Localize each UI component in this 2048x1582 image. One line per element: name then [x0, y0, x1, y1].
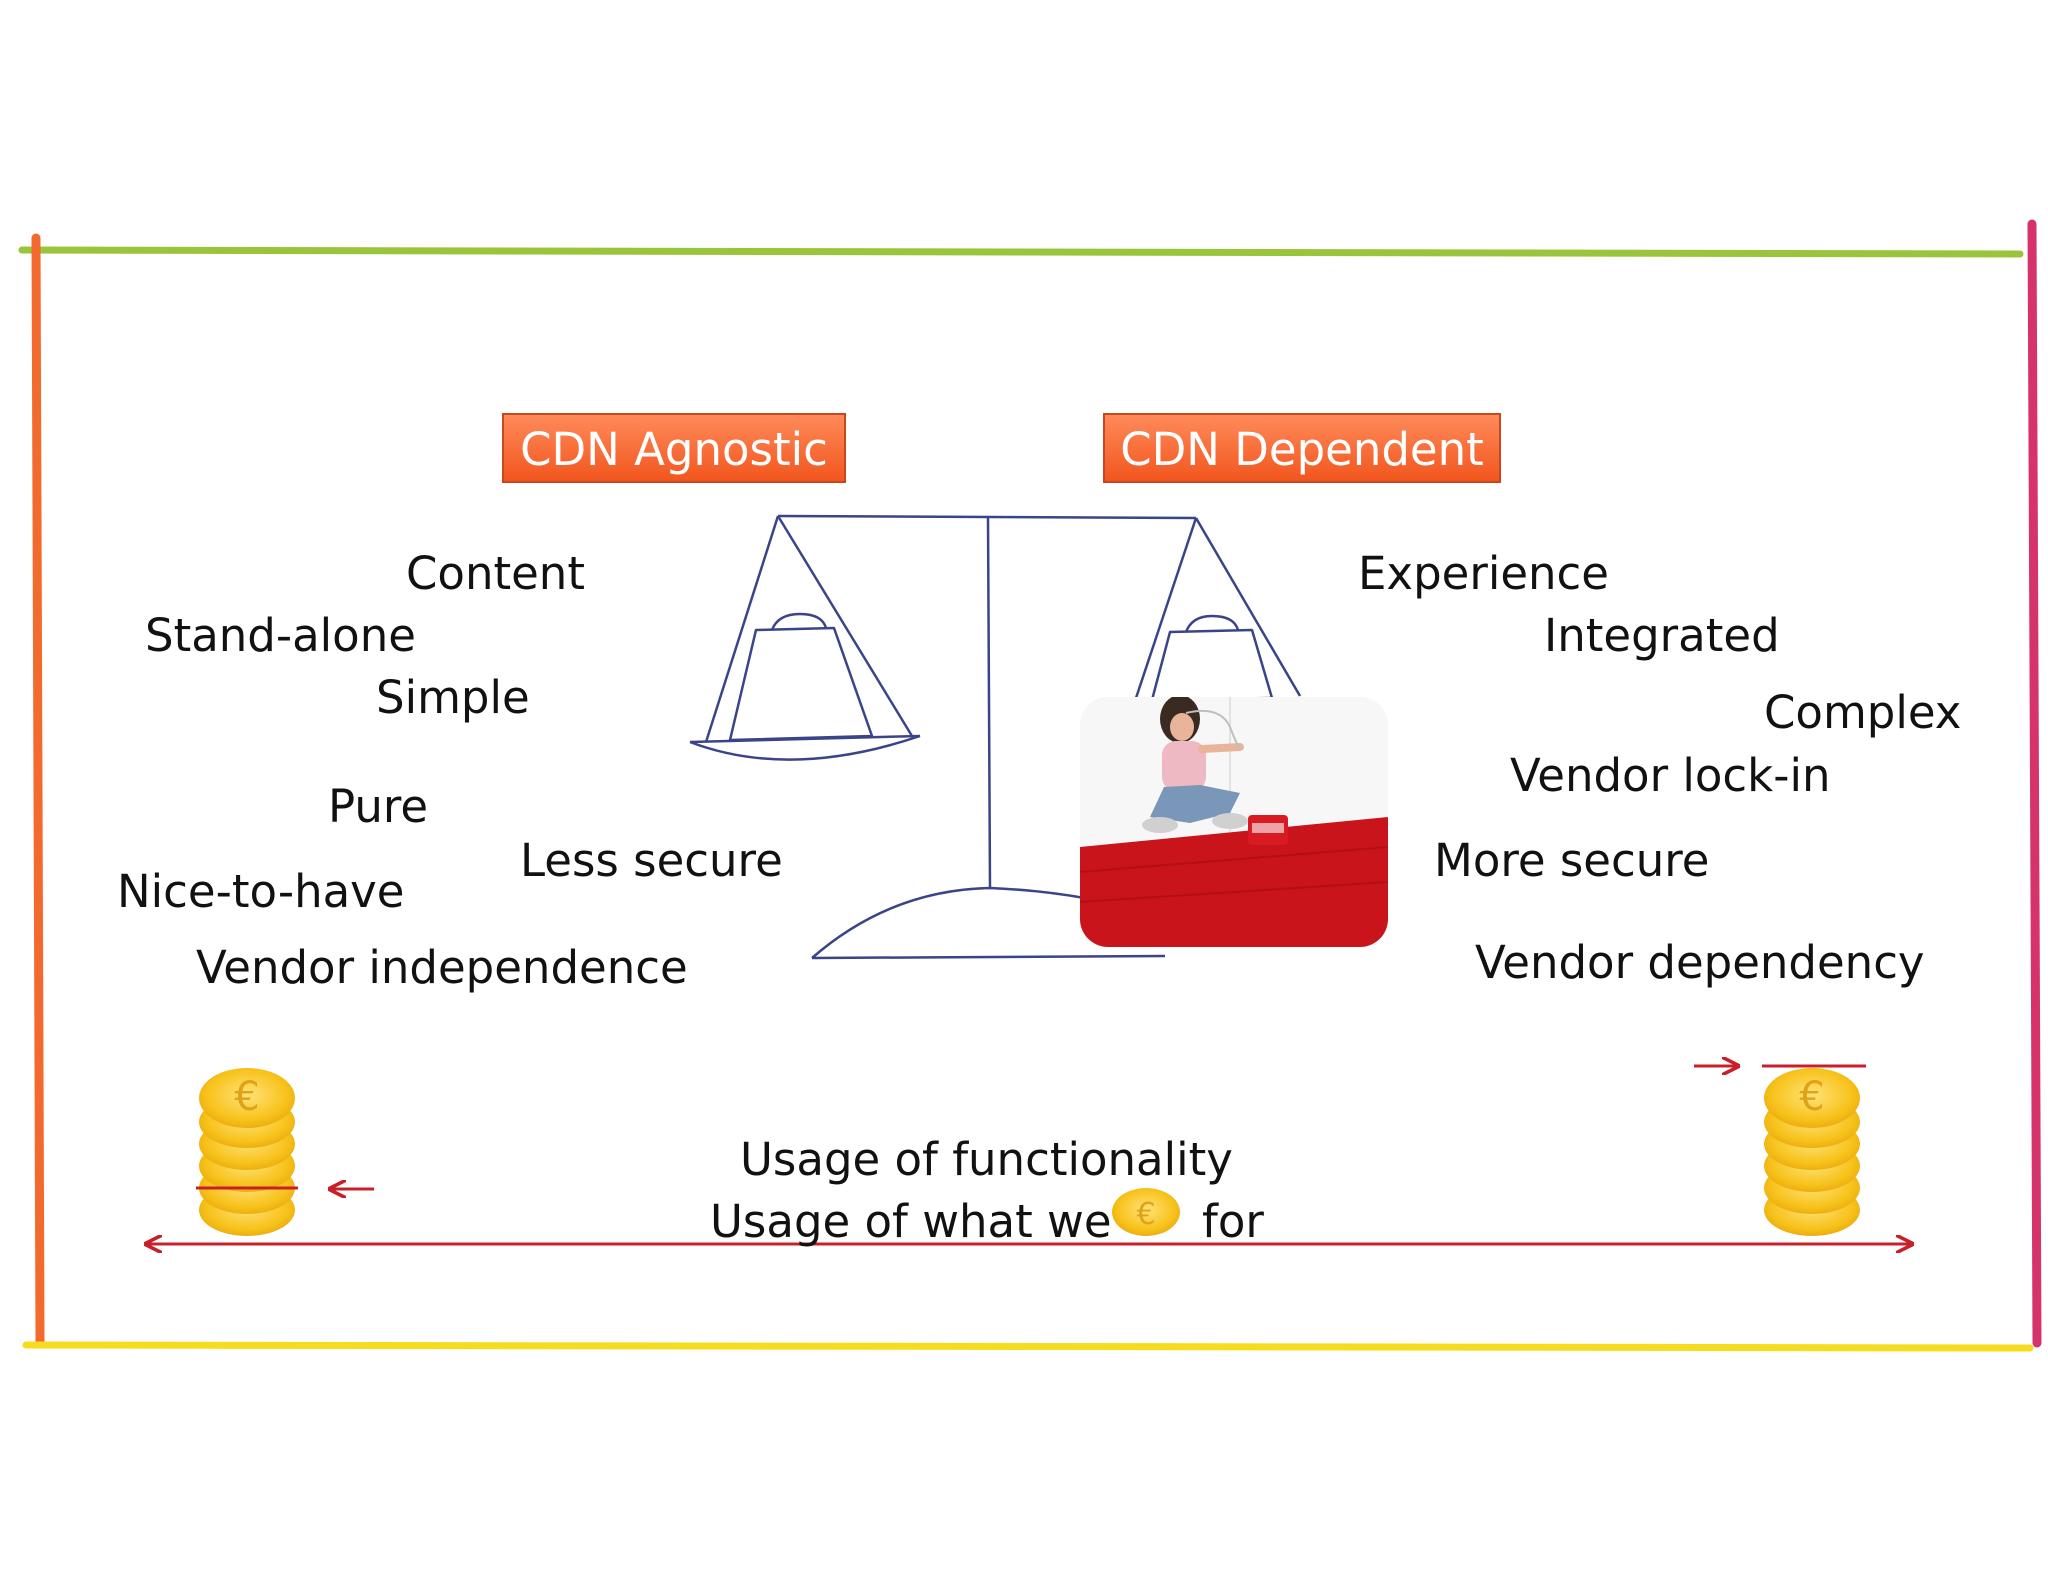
term-more-secure: More secure	[1434, 834, 1710, 887]
frame-top-line	[18, 246, 2024, 258]
euro-coin-stack-left-icon: €	[199, 1068, 295, 1236]
cdn-agnostic-tag: CDN Agnostic	[502, 413, 846, 483]
axis-label-functionality: Usage of functionality	[740, 1133, 1233, 1186]
cdn-dependent-tag: CDN Dependent	[1103, 413, 1501, 483]
frame-bottom-line	[22, 1341, 2034, 1352]
euro-coin-stack-right-icon: €	[1764, 1068, 1860, 1236]
painting-photo	[1080, 697, 1388, 947]
axis-label-pay-suffix: for	[1202, 1195, 1264, 1248]
term-stand-alone: Stand-alone	[145, 609, 416, 662]
slide-frame	[18, 219, 2042, 1352]
term-nice-to-have: Nice-to-have	[117, 865, 405, 918]
svg-text:€: €	[1136, 1197, 1155, 1232]
balance-scale-drawing	[689, 514, 1302, 960]
term-vendor-dependency: Vendor dependency	[1475, 936, 1925, 989]
axis-label-pay-prefix: Usage of what we	[710, 1195, 1112, 1248]
term-integrated: Integrated	[1544, 609, 1780, 662]
euro-coin-icon: €	[1112, 1188, 1180, 1236]
term-less-secure: Less secure	[520, 834, 783, 887]
term-content: Content	[406, 547, 585, 600]
term-vendor-independence: Vendor independence	[196, 941, 688, 994]
svg-text:€: €	[234, 1074, 259, 1120]
term-pure: Pure	[328, 780, 429, 833]
painting-photo-image	[1080, 697, 1388, 947]
term-simple: Simple	[376, 671, 530, 724]
term-experience: Experience	[1358, 547, 1609, 600]
frame-left-line	[31, 233, 45, 1347]
term-complex: Complex	[1764, 686, 1962, 739]
term-vendor-lock-in: Vendor lock-in	[1510, 749, 1831, 802]
frame-right-line	[2027, 219, 2042, 1348]
svg-text:€: €	[1799, 1074, 1824, 1120]
